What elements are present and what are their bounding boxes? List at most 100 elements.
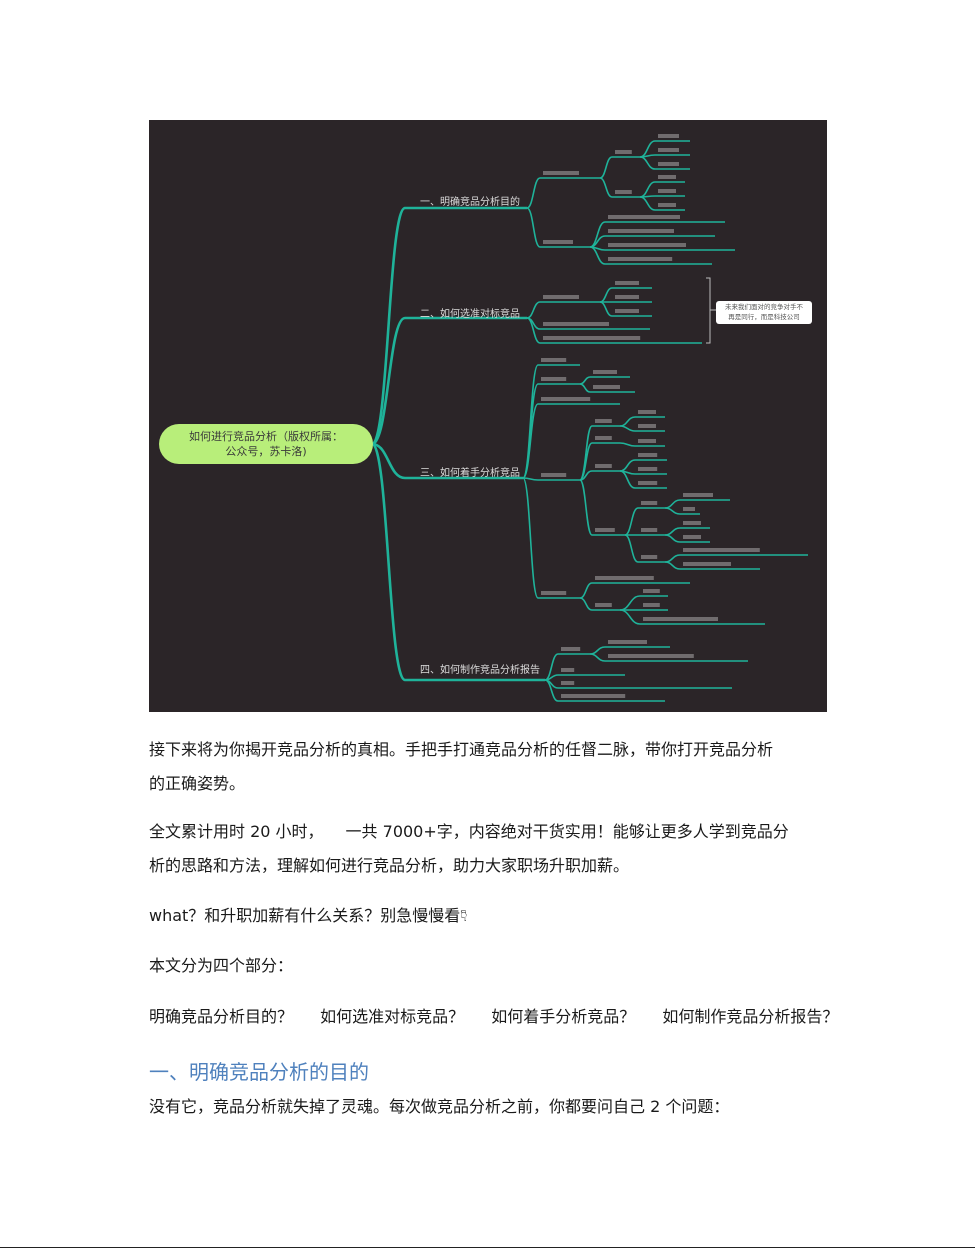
root-line-2: 公众号，苏卡洛) <box>225 445 307 458</box>
mindmap-connector <box>624 507 665 536</box>
mindmap-leaf-label <box>638 481 658 485</box>
mindmap-connector <box>589 646 670 655</box>
mindmap-leaf-label <box>658 162 679 166</box>
mindmap-leaf-label <box>643 603 660 607</box>
page-bottom-rule <box>0 1247 975 1248</box>
mindmap-leaf-label <box>608 243 686 247</box>
mindmap-leaf-label <box>593 385 620 389</box>
mindmap-leaf-label <box>595 528 615 532</box>
mindmap-leaf-label <box>683 548 760 552</box>
mindmap-leaf-label <box>683 493 713 497</box>
mindmap-leaf-label <box>683 507 695 511</box>
mindmap-connector <box>599 177 640 198</box>
mindmap-leaf-label <box>561 681 575 685</box>
mindmap-connector <box>664 499 730 509</box>
mindmap-leaf-label <box>641 528 658 532</box>
mindmap-leaf-label <box>561 668 575 672</box>
mindmap-connector <box>544 674 580 681</box>
paragraph-stats-line2: 析的思路和方法，理解如何进行竞品分析，助力大家职场升职加薪。 <box>149 856 630 875</box>
mindmap-connector <box>639 156 690 170</box>
stats-part-b: 一共 7000+字，内容绝对干货实用！能够让更多人学到竞品分 <box>345 822 789 841</box>
mindmap-connector <box>370 206 527 446</box>
mindmap-connector <box>579 383 635 393</box>
callout-line-2: 再是同行，而是科技公司 <box>728 313 800 321</box>
pointing-down-hand-icon: 👇︎ <box>460 906 468 925</box>
mindmap-connector <box>589 246 735 251</box>
mindmap-connector <box>371 316 527 446</box>
mindmap-connector <box>619 425 665 432</box>
mindmap-connector <box>522 477 580 599</box>
branch-2: 二、如何选准对标竞品 <box>420 309 520 320</box>
root-line-1: 如何进行竞品分析（版权所属： <box>189 430 343 443</box>
mindmap-connectors <box>370 134 808 702</box>
callout-line-1: 未来我们面对的竞争对手不 <box>725 303 803 311</box>
paragraph-parts-intro: 本文分为四个部分： <box>149 956 294 975</box>
mindmap-leaf-label <box>638 410 656 414</box>
mindmap-connector <box>579 582 690 599</box>
mindmap-leaf-label <box>615 150 632 154</box>
paragraph-intro-line1: 接下来将为你揭开竞品分析的真相。手把手打通竞品分析的任督二脉，带你打开竞品分析 <box>149 740 774 759</box>
paragraph-intro-line2: 的正确姿势。 <box>149 774 246 793</box>
mindmap-leaf-label <box>595 436 612 440</box>
mindmap-connector <box>526 301 600 319</box>
mindmap-leaf-label <box>658 175 676 179</box>
mindmap-connector <box>579 597 620 611</box>
mindmap-leaf-label <box>541 397 591 401</box>
mindmap-connector <box>619 442 665 447</box>
branch-1: 一、明确竞品分析目的 <box>420 197 520 208</box>
paragraph-section1: 没有它，竞品分析就失掉了灵魂。每次做竞品分析之前，你都要问自己 2 个问题： <box>149 1097 730 1116</box>
mindmap-leaf-label <box>593 370 617 374</box>
mindmap-leaf-label <box>638 439 656 443</box>
mindmap-connector <box>522 477 580 481</box>
mindmap-leaf-label <box>543 336 641 340</box>
mindmap-leaf-label <box>643 617 718 621</box>
mindmap-leaf-label <box>641 555 658 559</box>
mindmap-connector <box>526 177 600 209</box>
mindmap-connector <box>371 442 523 480</box>
mindmap-leaf-label <box>638 424 656 428</box>
mindmap-leaf-label <box>608 640 647 644</box>
mindmap-leaf-label <box>615 295 639 299</box>
branch-3: 三、如何着手分析竞品 <box>420 468 520 479</box>
mindmap-leaf-label <box>658 203 676 207</box>
mindmap-leaf-label <box>541 377 567 381</box>
question-text: what？和升职加薪有什么关系？别急慢慢看 <box>149 906 461 925</box>
stats-part-a: 全文累计用时 20 小时， <box>149 822 324 841</box>
mindmap-connector <box>589 653 748 662</box>
mindmap-connector <box>619 470 667 475</box>
mindmap-connector <box>579 479 625 536</box>
paragraph-question: what？和升职加薪有什么关系？别急慢慢看👇︎ <box>149 906 467 926</box>
mindmap-leaf-label <box>641 501 658 505</box>
mindmap-connector <box>579 470 620 481</box>
mindmap-leaf-label <box>658 148 679 152</box>
mindmap-leaf-label <box>683 562 731 566</box>
mindmap-connector <box>664 527 710 536</box>
mindmap-leaf-label <box>658 189 676 193</box>
mindmap-connector <box>639 154 690 158</box>
mindmap-leaf-label <box>595 603 612 607</box>
mindmap-bracket <box>706 277 716 344</box>
mindmap-connector <box>639 196 685 211</box>
parts-list: 明确竞品分析目的？ 如何选准对标竞品？ 如何着手分析竞品？ 如何制作竞品分析报告… <box>149 1007 838 1027</box>
mindmap-leaf-label <box>561 694 626 698</box>
mindmap-connector <box>544 679 665 702</box>
mindmap-leaf-label <box>658 134 679 138</box>
mindmap-connector <box>664 561 760 570</box>
mindmap-leaf-label <box>595 576 654 580</box>
paragraph-stats-line1: 全文累计用时 20 小时， 一共 7000+字，内容绝对干货实用！能够让更多人学到… <box>149 822 789 842</box>
mindmap-leaf-label <box>608 654 694 658</box>
mindmap-connector <box>639 195 685 198</box>
mindmap-leaf-label <box>638 453 658 457</box>
mindmap-leaf-label <box>615 309 639 313</box>
mindmap-connector <box>526 317 702 344</box>
mindmap-connector <box>599 156 640 179</box>
part-4: 如何制作竞品分析报告？ <box>662 1007 839 1026</box>
mindmap-image: 如何进行竞品分析（版权所属： 公众号，苏卡洛) 一、明确竞品分析目的 二、如何选… <box>149 120 827 712</box>
mindmap-leaf-label <box>595 419 612 423</box>
mindmap-connector <box>664 534 710 543</box>
mindmap-leaf-label <box>643 589 660 593</box>
mindmap-connector <box>589 246 712 265</box>
mindmap-leaf-label <box>615 281 639 285</box>
mindmap-leaf-label <box>608 229 674 233</box>
part-3: 如何着手分析竞品？ <box>491 1007 636 1026</box>
